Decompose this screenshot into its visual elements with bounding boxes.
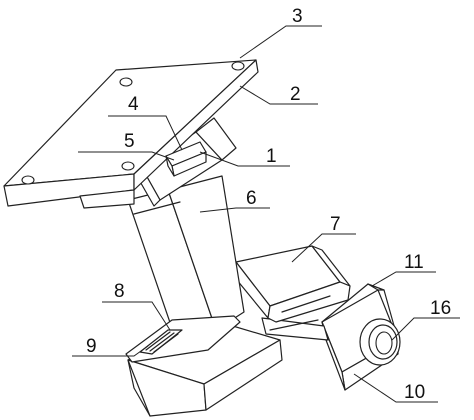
callout-7: 7 (330, 214, 341, 235)
callout-6: 6 (246, 188, 257, 209)
callout-9: 9 (86, 336, 97, 357)
callout-5: 5 (124, 131, 135, 152)
connecting-shaft (261, 317, 329, 341)
callout-11: 11 (404, 252, 424, 273)
latch-clip (165, 141, 207, 177)
callout-3: 3 (292, 6, 303, 27)
callout-2: 2 (290, 84, 301, 105)
callout-4: 4 (128, 94, 139, 115)
vertical-post (127, 175, 245, 341)
u-bracket (231, 245, 351, 323)
camera-lens (359, 318, 401, 366)
mounting-plate (3, 59, 259, 209)
callout-1: 1 (266, 146, 277, 167)
callout-16: 16 (430, 298, 451, 319)
leader-lines (72, 25, 460, 403)
callout-8: 8 (114, 281, 125, 302)
base-box (127, 317, 283, 417)
callout-labels: 3 2 4 5 1 6 7 8 9 11 16 10 (86, 6, 451, 403)
base-cap (125, 315, 241, 363)
callout-10: 10 (404, 382, 425, 403)
